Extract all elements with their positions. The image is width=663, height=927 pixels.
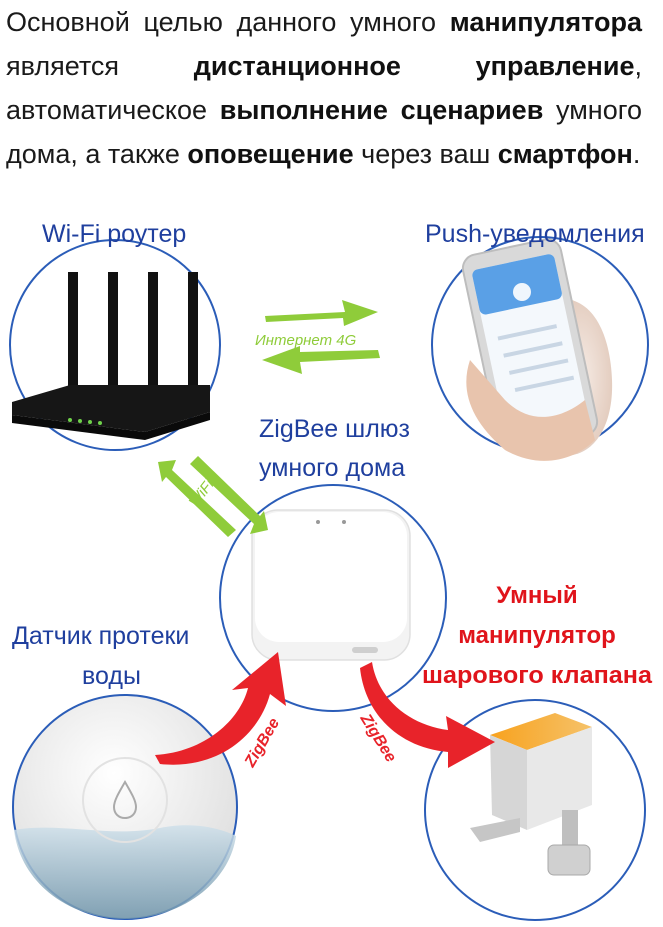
router-icon [12,272,210,440]
sensor-label-2: воды [82,662,141,690]
internet-label: Интернет 4G [255,332,357,349]
valve-label-3: шарового клапана [422,662,653,689]
intro-text-5: через ваш [353,139,498,169]
intro-bold-4: оповещение [187,139,354,169]
wifi-arrow-1 [158,460,236,537]
valve-label-2: манипулятор [458,622,616,649]
intro-text-4: умного дома, а также [6,95,642,169]
smartphone-icon [461,238,613,461]
intro-text-1: Основной целью данного умного [6,7,450,37]
router-circle [9,239,221,451]
push-label: Push-уведомления [425,220,645,248]
internet-link: Интернет 4G [255,300,380,374]
router-label: Wi-Fi роутер [42,220,186,248]
gateway-node [219,484,447,712]
internet-arrow-bottom [262,346,380,374]
router-node [9,239,221,451]
valve-label-1: Умный [496,582,577,609]
intro-bold-1: манипулятора [449,7,642,37]
intro-text-2: является [6,51,194,81]
sensor-node [12,694,238,920]
gateway-label-2: умного дома [259,454,405,482]
intro-text-3: , автоматическое [6,51,642,125]
gateway-circle [219,484,447,712]
wifi-link: WiFi [158,456,268,537]
zigbee-left-arrow [155,652,286,765]
zigbee-right-arrow [360,662,495,768]
sensor-label-1: Датчик протеки [12,622,189,650]
valve-actuator-icon [470,713,592,876]
water-drop-icon [82,757,168,843]
valve-node [424,699,646,921]
intro-bold-3: выполнение сценариев [219,95,544,125]
intro-bold-2: дистанционное управление [193,51,635,81]
intro-paragraph: Основной целью данного умного манипулято… [6,0,642,176]
gateway-label-1: ZigBee шлюз [259,415,410,443]
zigbee-gateway-icon [251,509,411,661]
wifi-arrow-2 [190,456,268,534]
intro-text-6: . [632,139,641,169]
valve-circle [424,699,646,921]
intro-bold-5: смартфон [497,139,633,169]
internet-arrow-top [265,300,378,326]
phone-node [431,236,649,461]
